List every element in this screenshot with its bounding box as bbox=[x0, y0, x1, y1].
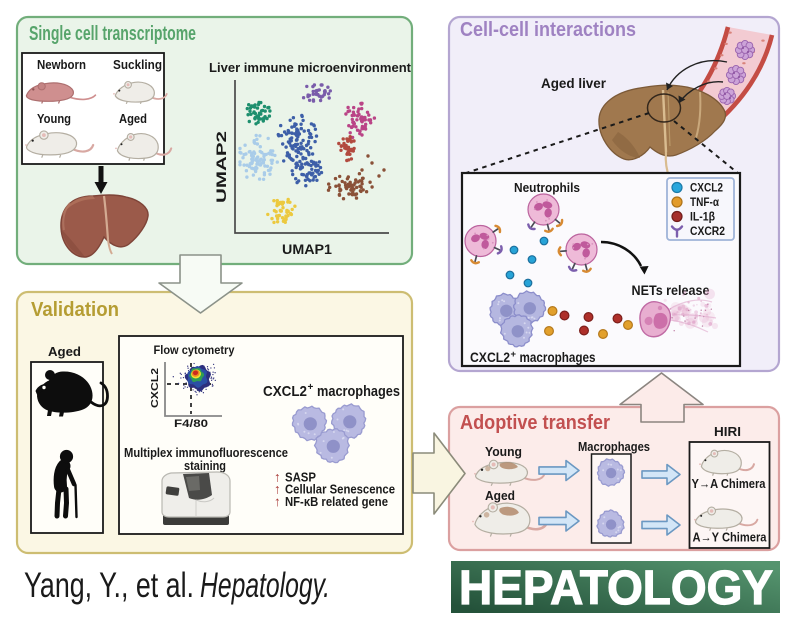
svg-text:A→Y Chimera: A→Y Chimera bbox=[693, 531, 768, 545]
svg-text:macrophages: macrophages bbox=[520, 349, 596, 365]
svg-text:NETs release: NETs release bbox=[632, 283, 710, 298]
svg-text:CXCR2: CXCR2 bbox=[690, 226, 725, 238]
svg-text:Aged: Aged bbox=[485, 488, 515, 503]
svg-text:Cellular Senescence: Cellular Senescence bbox=[285, 482, 395, 497]
svg-text:CXCL2: CXCL2 bbox=[263, 383, 307, 400]
svg-text:SASP: SASP bbox=[285, 469, 316, 484]
svg-text:+: + bbox=[308, 382, 314, 393]
svg-text:Young: Young bbox=[37, 112, 71, 126]
svg-text:Macrophages: Macrophages bbox=[578, 439, 650, 454]
svg-text:↑: ↑ bbox=[274, 494, 281, 509]
svg-text:Liver immune microenvironment: Liver immune microenvironment bbox=[209, 60, 412, 75]
svg-text:HEPATOLOGY: HEPATOLOGY bbox=[459, 562, 773, 615]
svg-text:Neutrophils: Neutrophils bbox=[514, 180, 580, 195]
svg-text:IL-1β: IL-1β bbox=[690, 212, 715, 224]
svg-text:Newborn: Newborn bbox=[37, 58, 86, 72]
svg-text:Single cell transcriptome: Single cell transcriptome bbox=[29, 23, 196, 45]
svg-text:HIRI: HIRI bbox=[714, 424, 741, 439]
svg-text:↑: ↑ bbox=[274, 469, 281, 484]
svg-text:↑: ↑ bbox=[274, 482, 281, 497]
svg-text:Aged: Aged bbox=[119, 112, 147, 126]
svg-text:CXCL2: CXCL2 bbox=[690, 183, 723, 195]
svg-text:Aged: Aged bbox=[48, 344, 81, 359]
svg-text:CXCL2: CXCL2 bbox=[470, 349, 510, 365]
svg-text:Yang, Y., et al.: Yang, Y., et al. bbox=[24, 566, 194, 605]
svg-text:F4/80: F4/80 bbox=[174, 418, 208, 430]
svg-text:Young: Young bbox=[485, 444, 522, 459]
svg-text:macrophages: macrophages bbox=[317, 383, 400, 400]
svg-text:Flow cytometry: Flow cytometry bbox=[154, 345, 236, 357]
svg-text:Multiplex immunofluorescence: Multiplex immunofluorescence bbox=[124, 445, 288, 460]
svg-text:NF-κB related gene: NF-κB related gene bbox=[285, 494, 388, 509]
svg-text:TNF-α: TNF-α bbox=[690, 197, 719, 209]
svg-text:staining: staining bbox=[184, 458, 226, 473]
svg-text:UMAP2: UMAP2 bbox=[214, 131, 229, 203]
svg-text:Validation: Validation bbox=[31, 299, 119, 321]
svg-text:Aged liver: Aged liver bbox=[541, 75, 607, 91]
svg-text:UMAP1: UMAP1 bbox=[282, 242, 333, 257]
svg-text:Hepatology.: Hepatology. bbox=[200, 566, 330, 605]
svg-text:Cell-cell interactions: Cell-cell interactions bbox=[460, 19, 636, 41]
svg-text:CXCL2: CXCL2 bbox=[149, 368, 161, 408]
svg-text:Y→A Chimera: Y→A Chimera bbox=[692, 477, 767, 491]
svg-text:+: + bbox=[511, 349, 517, 360]
svg-text:Adoptive transfer: Adoptive transfer bbox=[460, 412, 610, 434]
svg-text:Suckling: Suckling bbox=[113, 58, 162, 72]
